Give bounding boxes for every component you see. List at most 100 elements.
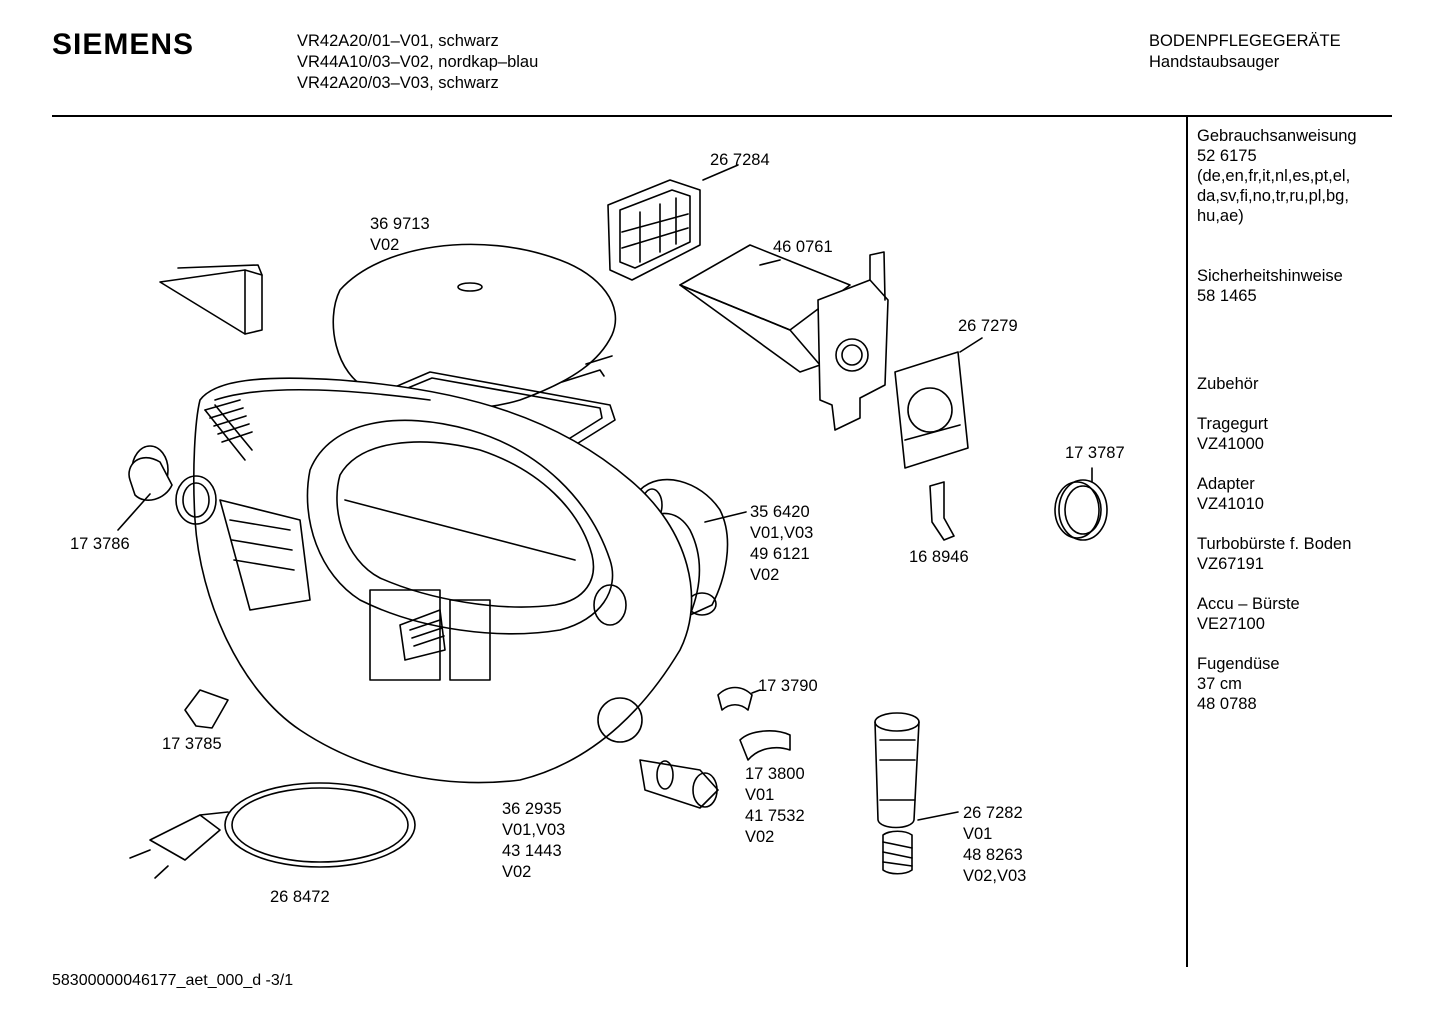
part-number: 17 3787: [1065, 444, 1125, 462]
accessory-item: Turbobürste f. Boden VZ67191: [1197, 534, 1387, 574]
part-number: 48 8263: [963, 846, 1023, 864]
part-number: 26 7282: [963, 804, 1023, 822]
part-label: 26 7279: [958, 316, 1018, 337]
accessory-number: VE27100: [1197, 615, 1265, 633]
brand-logo: SIEMENS: [52, 28, 195, 61]
part-variant: V02,V03: [963, 867, 1027, 885]
part-label: 17 3786: [70, 534, 130, 555]
category: BODENPFLEGEGERÄTE Handstaubsauger: [1149, 31, 1341, 73]
accessories-heading: Zubehör: [1197, 374, 1387, 394]
dust-bag-part: [679, 244, 889, 431]
accessory-name: Accu – Bürste: [1197, 595, 1300, 613]
model-line: VR42A20/03–V03, schwarz: [297, 74, 499, 92]
accessory-item: Adapter VZ41010: [1197, 474, 1387, 514]
accessory-sidebar: Gebrauchsanweisung 52 6175 (de,en,fr,it,…: [1197, 126, 1387, 734]
accessory-number: 37 cm: [1197, 675, 1242, 693]
filter-frame-part: [607, 179, 701, 281]
clip-part: [929, 481, 955, 541]
accessory-item: Accu – Bürste VE27100: [1197, 594, 1387, 634]
manual-label: Gebrauchsanweisung: [1197, 127, 1357, 145]
cap-part: [739, 730, 791, 761]
ring-seal-part: [1054, 479, 1108, 541]
accessory-name: Fugendüse: [1197, 655, 1280, 673]
angle-piece-part: [184, 689, 229, 729]
part-label: 26 7284: [710, 150, 770, 171]
leader-line: [117, 493, 151, 531]
part-number: 17 3786: [70, 535, 130, 553]
safety-number: 58 1465: [1197, 287, 1257, 305]
part-number: 26 7284: [710, 151, 770, 169]
leader-line: [702, 164, 739, 181]
model-line: VR44A10/03–V02, nordkap–blau: [297, 53, 539, 71]
accessory-item: Tragegurt VZ41000: [1197, 414, 1387, 454]
leader-line: [704, 511, 747, 523]
bag-filter-part: [894, 351, 969, 469]
part-label: 36 2935 V01,V03 43 1443 V02: [502, 799, 565, 883]
accessory-item: Fugendüse 37 cm 48 0788: [1197, 654, 1387, 714]
part-number: 49 6121: [750, 545, 810, 563]
leader-line: [759, 259, 781, 266]
accessory-name: Tragegurt: [1197, 415, 1268, 433]
manual-langs: hu,ae): [1197, 207, 1244, 225]
accessory-number: VZ41000: [1197, 435, 1264, 453]
leader-line: [917, 811, 959, 821]
lid-cover-part: [332, 243, 617, 410]
part-label: 17 3785: [162, 734, 222, 755]
part-label: 26 8472: [270, 887, 330, 908]
part-label: 36 9713 V02: [370, 214, 430, 256]
part-variant: V01: [745, 786, 775, 804]
part-number: 35 6420: [750, 503, 810, 521]
part-label: 46 0761: [773, 237, 833, 258]
part-variant: V02: [745, 828, 775, 846]
part-variant: V02: [502, 863, 532, 881]
category-subtitle: Handstaubsauger: [1149, 53, 1280, 71]
part-number: 36 2935: [502, 800, 562, 818]
safety-label: Sicherheitshinweise: [1197, 267, 1343, 285]
exploded-diagram: [117, 164, 1108, 879]
corner-wedge-part: [159, 264, 263, 335]
part-number: 46 0761: [773, 238, 833, 256]
manual-langs: (de,en,fr,it,nl,es,pt,el,: [1197, 167, 1351, 185]
cuff-part: [128, 445, 217, 525]
category-title: BODENPFLEGEGERÄTE: [1149, 32, 1341, 50]
part-number: 36 9713: [370, 215, 430, 233]
part-variant: V01,V03: [502, 821, 566, 839]
part-variant: V01,V03: [750, 524, 814, 542]
part-variant: V02: [750, 566, 780, 584]
model-list: VR42A20/01–V01, schwarz VR44A10/03–V02, …: [297, 31, 538, 94]
part-label: 35 6420 V01,V03 49 6121 V02: [750, 502, 813, 586]
accessory-number: VZ67191: [1197, 555, 1264, 573]
accessory-number: 48 0788: [1197, 695, 1257, 713]
part-number: 17 3785: [162, 735, 222, 753]
accessory-name: Adapter: [1197, 475, 1255, 493]
part-label: 17 3787: [1065, 443, 1125, 464]
manual-langs: da,sv,fi,no,tr,ru,pl,bg,: [1197, 187, 1349, 205]
document-id: 58300000046177_aet_000_d -3/1: [52, 972, 294, 989]
manual-block: Gebrauchsanweisung 52 6175 (de,en,fr,it,…: [1197, 126, 1387, 226]
model-line: VR42A20/01–V01, schwarz: [297, 32, 499, 50]
manual-number: 52 6175: [1197, 147, 1257, 165]
part-label: 17 3800 V01 41 7532 V02: [745, 764, 805, 848]
part-number: 16 8946: [909, 548, 969, 566]
part-variant: V02: [370, 236, 400, 254]
vacuum-body-part: [193, 377, 693, 784]
part-label: 16 8946: [909, 547, 969, 568]
part-number: 17 3800: [745, 765, 805, 783]
part-number: 17 3790: [758, 677, 818, 695]
leader-line: [959, 337, 983, 353]
accessory-name: Turbobürste f. Boden: [1197, 535, 1352, 553]
nozzle-part: [639, 759, 719, 809]
accessory-number: VZ41010: [1197, 495, 1264, 513]
clip-part: [717, 686, 753, 711]
power-cord-part: [129, 782, 416, 879]
part-number: 41 7532: [745, 807, 805, 825]
brush-part: [874, 712, 920, 875]
part-number: 26 7279: [958, 317, 1018, 335]
part-variant: V01: [963, 825, 993, 843]
leader-line: [751, 689, 761, 694]
part-number: 43 1443: [502, 842, 562, 860]
accessories-label: Zubehör: [1197, 375, 1259, 393]
part-label: 26 7282 V01 48 8263 V02,V03: [963, 803, 1026, 887]
part-label: 17 3790: [758, 676, 818, 697]
part-number: 26 8472: [270, 888, 330, 906]
